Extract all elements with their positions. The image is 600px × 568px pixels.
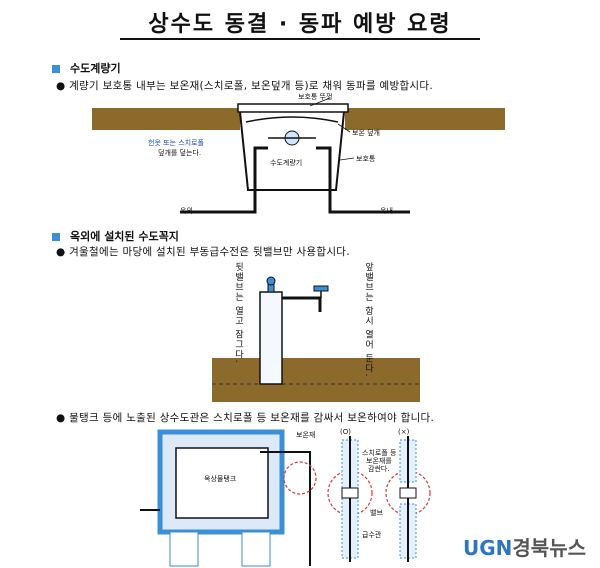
label-note-line1: 헌옷 또는 스치로폴 — [148, 139, 204, 147]
label-good: (O) — [340, 428, 351, 436]
section-heading-meter: 수도계량기 — [52, 60, 121, 76]
watermark-logo: UGN경북뉴스 — [463, 532, 586, 561]
label-note-line2: 덮개를 덮는다. — [158, 149, 202, 157]
brick-support-left — [169, 531, 199, 567]
pipe-outdoor — [180, 146, 268, 214]
label-cover: 보온 덮개 — [352, 129, 380, 137]
protective-box — [239, 111, 345, 191]
tank-instruction: ● 물탱크 등에 노출된 상수도관은 스치로폴 등 보온재를 감싸서 보온하여야… — [56, 412, 435, 424]
label-tank: 옥상물탱크 — [204, 475, 237, 483]
watermark-en: UGN — [462, 536, 513, 560]
title-underline — [120, 38, 480, 40]
label-bad: (×) — [398, 428, 410, 436]
box-lid — [237, 103, 349, 113]
soil-right — [345, 108, 505, 130]
insulation-cover — [245, 116, 339, 123]
section-heading-meter-text: 수도계량기 — [70, 62, 121, 75]
valve-good-icon — [341, 487, 359, 499]
square-bullet-icon — [52, 65, 60, 73]
brick-support-right — [241, 531, 271, 567]
label-wrap-note-1: 스치로폴 등 — [362, 449, 397, 457]
valve-bad-icon — [399, 487, 417, 499]
pipe-indoor — [316, 146, 410, 214]
highlight-circle-bad — [385, 470, 431, 516]
watermark-ko: 경북뉴스 — [512, 536, 586, 560]
label-back-valve: 뒷밸브는 열고 잠그다. — [233, 262, 243, 364]
faucet-instruction: ● 겨울철에는 마당에 설치된 부동급수전은 뒷밸브만 사용합시다. — [56, 246, 350, 258]
section-heading-faucet: 옥외에 설치된 수도꼭지 — [52, 228, 179, 244]
label-indoor: 옥내 — [380, 207, 393, 215]
label-outdoor: 옥외 — [180, 207, 193, 215]
water-tank — [175, 447, 269, 519]
soil-left — [92, 108, 240, 130]
label-lid: 보호통 뚜껑 — [298, 93, 333, 101]
square-bullet-icon — [52, 233, 60, 241]
label-wrap-note-2: 보온재를 — [366, 457, 392, 465]
section-heading-faucet-text: 옥외에 설치된 수도꼭지 — [70, 230, 179, 243]
label-wrap-note-3: 감싼다. — [368, 465, 390, 473]
label-box: 보호통 — [356, 155, 376, 163]
faucet-spout — [282, 296, 322, 312]
label-front-valve: 앞밸브는 항시 열어 둔다. — [363, 262, 373, 378]
tank-pipe-right — [260, 451, 311, 566]
highlight-circle-good — [327, 470, 373, 516]
meter-instruction: ● 계량기 보호통 내부는 보온재(스치로폴, 보온덮개 등)로 채워 동파를 … — [56, 80, 433, 92]
highlight-circle — [283, 461, 317, 495]
page-title: 상수도 동결 · 동파 예방 요령 — [148, 12, 452, 37]
label-pipe: 급수관 — [362, 531, 382, 539]
label-insulation: 보온재 — [296, 431, 316, 439]
label-valve: 밸브 — [370, 509, 383, 517]
faucet-soil — [212, 358, 420, 402]
label-meter: 수도계량기 — [270, 159, 303, 167]
